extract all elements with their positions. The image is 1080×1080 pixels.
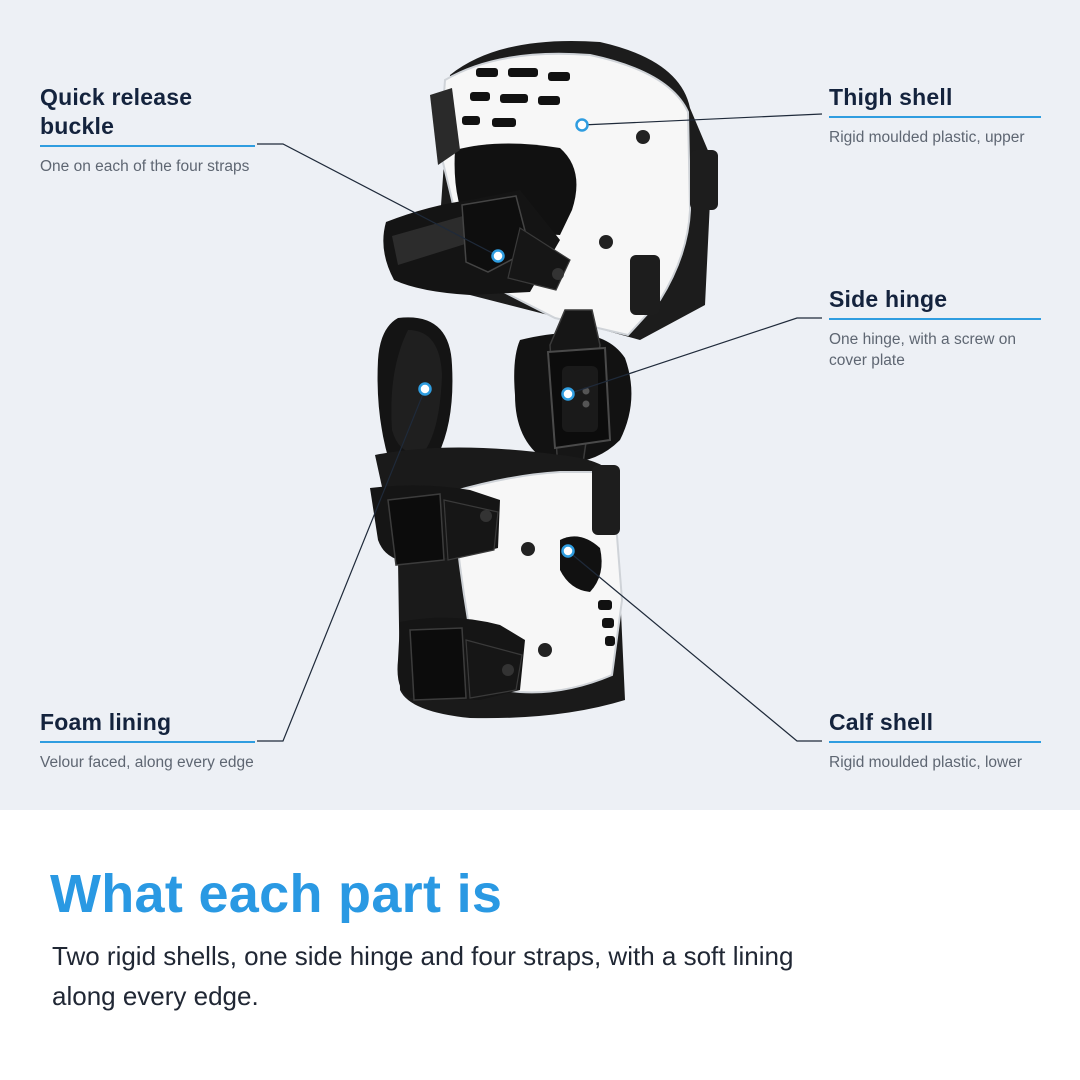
marker-thigh-shell (575, 118, 589, 132)
marker-quick-release-buckle (491, 249, 505, 263)
callout-description: One hinge, with a screw on cover plate (829, 331, 1016, 369)
callout-side-hinge: Side hinge One hinge, with a screw on co… (829, 285, 1041, 371)
leader-line-calf-shell (567, 550, 822, 742)
callout-thigh-shell: Thigh shell Rigid moulded plastic, upper (829, 83, 1041, 148)
callout-calf-shell: Calf shell Rigid moulded plastic, lower (829, 708, 1041, 773)
callout-description: Rigid moulded plastic, lower (829, 754, 1022, 771)
marker-foam-lining (418, 382, 432, 396)
callout-rule (829, 116, 1041, 118)
callout-description: One on each of the four straps (40, 158, 250, 175)
footer-body: Two rigid shells, one side hinge and fou… (52, 941, 794, 1011)
side-hinge-group (377, 309, 632, 473)
footer-headline: What each part is (50, 864, 503, 924)
callout-quick-release-buckle: Quick release buckle One on each of the … (40, 83, 255, 177)
leader-lines (257, 113, 823, 742)
callout-rule (829, 741, 1041, 743)
callout-title: Foam lining (40, 709, 172, 735)
callout-foam-lining: Foam lining Velour faced, along every ed… (40, 708, 255, 773)
knee-brace-illustration (257, 40, 823, 742)
leader-line-foam-lining (257, 388, 426, 742)
callout-rule (829, 318, 1041, 320)
leader-line-quick-release (257, 143, 499, 257)
leader-line-side-hinge (567, 317, 822, 395)
callout-description: Velour faced, along every edge (40, 754, 254, 771)
callout-title: Side hinge (829, 286, 948, 312)
marker-side-hinge (561, 387, 575, 401)
callout-rule (40, 741, 255, 743)
leader-line-thigh-shell (581, 113, 823, 126)
callout-title: Quick release buckle (40, 84, 193, 139)
callout-title: Thigh shell (829, 84, 953, 110)
callout-description: Rigid moulded plastic, upper (829, 129, 1025, 146)
callout-rule (40, 145, 255, 147)
calf-shell-group (370, 447, 625, 719)
thigh-shell-group (383, 40, 718, 340)
callout-title: Calf shell (829, 709, 934, 735)
marker-calf-shell (561, 544, 575, 558)
